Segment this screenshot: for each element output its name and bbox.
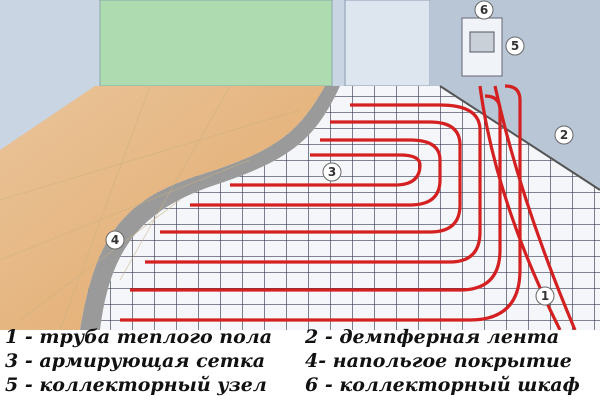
legend: 1 - труба теплого пола 2 - демпферная ле… <box>0 326 600 398</box>
callout-4: 4 <box>105 230 125 250</box>
legend-row: 1 - труба теплого пола 2 - демпферная ле… <box>0 326 600 350</box>
legend-item-5: 5 - коллекторный узел <box>5 374 267 396</box>
green-wall-panel <box>99 0 333 87</box>
svg-text:6: 6 <box>480 3 488 17</box>
legend-item-6: 6 - коллекторный шкаф <box>305 374 580 396</box>
svg-text:5: 5 <box>511 39 519 53</box>
legend-item-1: 1 - труба теплого пола <box>5 326 273 348</box>
legend-item-3: 3 - армирующая сетка <box>5 350 266 372</box>
svg-text:3: 3 <box>328 165 336 179</box>
collector-unit <box>469 31 495 53</box>
legend-item-2: 2 - демпферная лента <box>305 326 560 348</box>
legend-item-4: 4- напольгое покрытие <box>305 350 572 372</box>
illustration: 1 2 3 4 5 6 <box>0 0 600 330</box>
heating-pipe <box>120 84 577 330</box>
doorway <box>344 0 431 87</box>
callout-2: 2 <box>554 125 574 145</box>
callout-1: 1 <box>535 286 555 306</box>
legend-row: 3 - армирующая сетка 4- напольгое покрыт… <box>0 350 600 374</box>
callouts: 1 2 3 4 5 6 <box>105 0 574 306</box>
callout-6: 6 <box>474 0 494 20</box>
callout-5: 5 <box>505 36 525 56</box>
screed <box>80 86 340 330</box>
legend-row: 5 - коллекторный узел 6 - коллекторный ш… <box>0 374 600 398</box>
svg-text:2: 2 <box>560 128 568 142</box>
floor-covering <box>0 86 325 330</box>
svg-text:1: 1 <box>541 289 549 303</box>
svg-text:4: 4 <box>111 233 119 247</box>
callout-3: 3 <box>322 162 342 182</box>
